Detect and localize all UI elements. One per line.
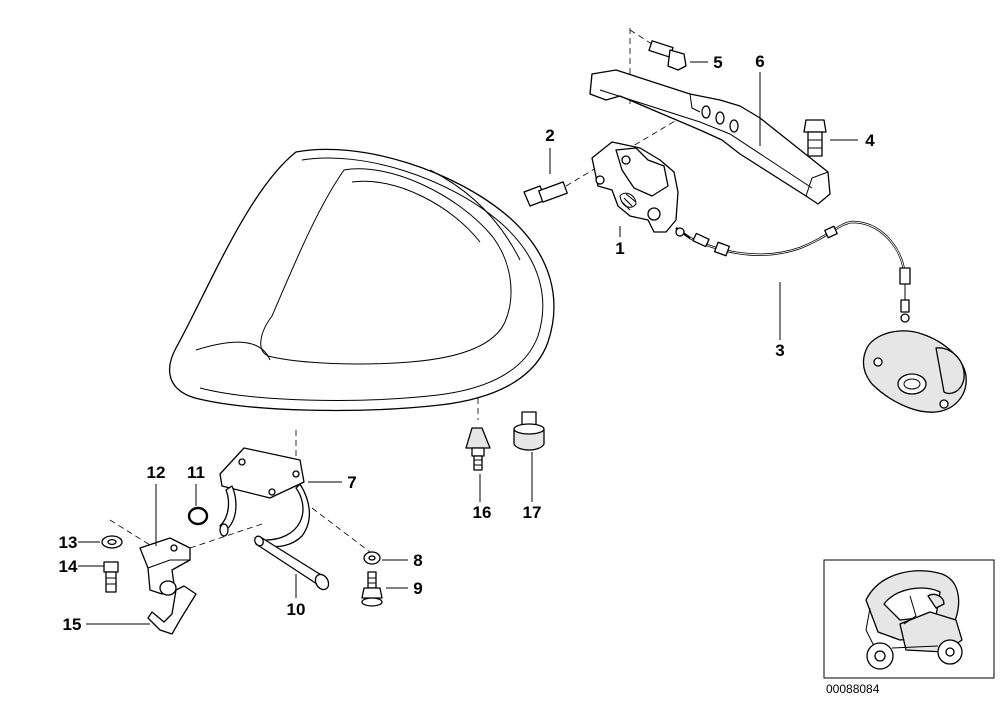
washer-13 xyxy=(101,535,123,549)
hinge-bracket xyxy=(219,447,310,548)
seat-cushion xyxy=(168,148,555,412)
rubber-buffer xyxy=(465,427,491,471)
callout-1: 1 xyxy=(615,239,624,258)
bolt-4 xyxy=(803,119,827,157)
callout-17: 17 xyxy=(523,503,542,522)
hinge-pin xyxy=(254,535,330,591)
callout-13: 13 xyxy=(59,533,78,552)
callout-15: 15 xyxy=(63,615,82,634)
bracket-rail xyxy=(589,69,831,205)
bolt-5 xyxy=(648,40,687,71)
reference-number: 00088084 xyxy=(826,682,880,696)
callout-10: 10 xyxy=(287,600,306,619)
callout-8: 8 xyxy=(413,551,422,570)
vehicle-inset xyxy=(823,559,995,679)
scooter-icon xyxy=(865,570,963,670)
bowden-cable xyxy=(675,220,911,323)
hinge-plate xyxy=(139,537,191,596)
screw-14 xyxy=(103,561,119,593)
spring-clip xyxy=(147,585,197,635)
callout-11: 11 xyxy=(187,463,205,482)
callout-3: 3 xyxy=(775,341,784,360)
washer-8 xyxy=(363,551,381,565)
o-ring xyxy=(187,506,209,526)
latch-mechanism xyxy=(591,141,679,233)
callout-9: 9 xyxy=(413,579,422,598)
callout-16: 16 xyxy=(473,503,492,522)
callout-5: 5 xyxy=(713,53,722,72)
leader-lines xyxy=(78,61,858,625)
callout-4: 4 xyxy=(865,131,875,150)
lock-housing xyxy=(862,330,967,413)
callout-2: 2 xyxy=(545,126,554,145)
callout-6: 6 xyxy=(755,52,764,71)
callout-12: 12 xyxy=(147,463,166,482)
bolt-2 xyxy=(523,181,568,207)
callout-7: 7 xyxy=(347,473,356,492)
stop-buffer xyxy=(513,411,545,451)
callout-labels: 1 2 3 4 5 6 7 8 9 10 11 12 13 14 15 16 1… xyxy=(59,52,876,634)
screw-9 xyxy=(361,571,383,607)
callout-14: 14 xyxy=(59,557,78,576)
